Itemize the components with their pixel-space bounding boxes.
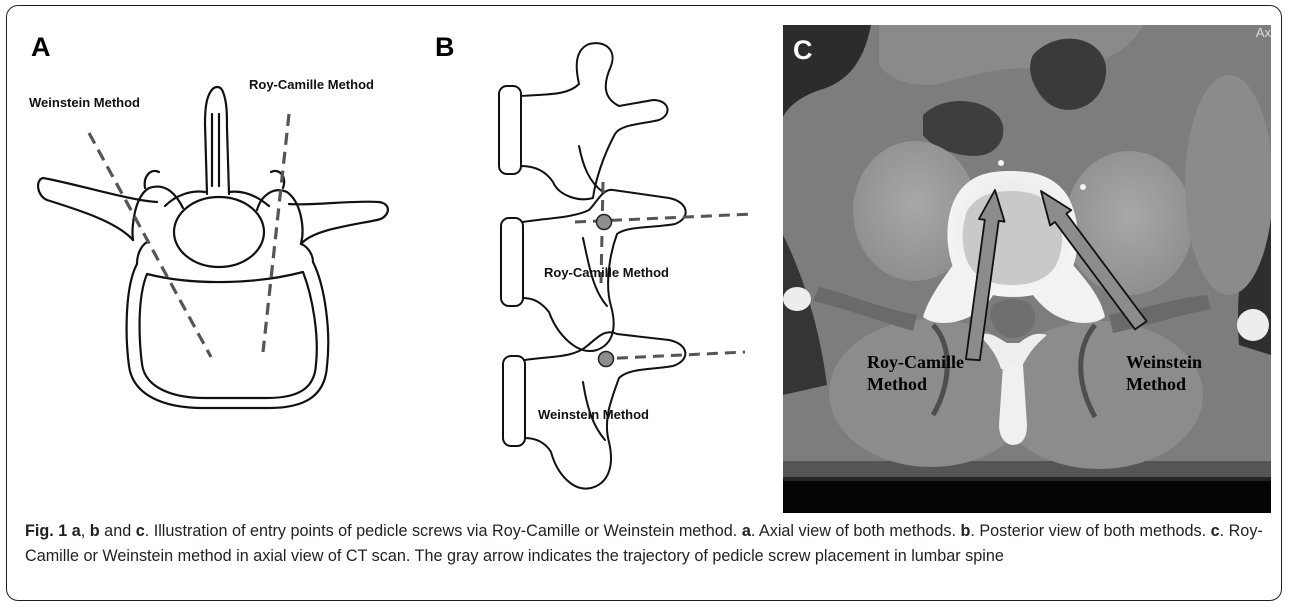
- figure-caption: Fig. 1 a, b and c. Illustration of entry…: [25, 519, 1270, 569]
- panel-b: B Roy-Camille Method Weinstein Method: [407, 6, 787, 516]
- caption-and: and: [100, 522, 136, 540]
- panel-a-weinstein-label: Weinstein Method: [29, 95, 140, 110]
- caption-a-text: . Axial view of both methods.: [751, 522, 961, 540]
- ct-scan-image: [783, 25, 1271, 513]
- axial-vertebra-illustration: [7, 6, 407, 466]
- ct-orientation-text: Ax: [1256, 25, 1271, 40]
- caption-b-text: . Posterior view of both methods.: [970, 522, 1210, 540]
- caption-ref-a-2: a: [742, 522, 751, 540]
- figure-frame: A Weinstein Method Roy-Camille Method: [6, 5, 1282, 601]
- caption-sep: ,: [81, 522, 90, 540]
- ct-weinstein-label-line2: Method: [1126, 374, 1186, 395]
- panel-b-roy-camille-label: Roy-Camille Method: [544, 265, 669, 280]
- caption-figure-label: Fig. 1: [25, 522, 67, 540]
- panel-c-ct-scan: C Ax Roy-Camille Method Weinstein Method: [783, 25, 1271, 513]
- caption-ref-c: c: [136, 522, 145, 540]
- caption-intro: . Illustration of entry points of pedicl…: [145, 522, 742, 540]
- panel-a: A Weinstein Method Roy-Camille Method: [7, 6, 407, 466]
- panel-c-letter: C: [793, 35, 813, 66]
- posterior-spine-illustration: [407, 6, 787, 516]
- panel-a-letter: A: [31, 32, 51, 63]
- weinstein-entry-point: [599, 352, 614, 367]
- caption-ref-b: b: [90, 522, 100, 540]
- roy-camille-entry-point: [597, 215, 612, 230]
- panel-b-weinstein-label: Weinstein Method: [538, 407, 649, 422]
- ct-roy-camille-label-line2: Method: [867, 374, 927, 395]
- ct-roy-camille-label-line1: Roy-Camille: [867, 352, 964, 373]
- caption-ref-b-2: b: [960, 522, 970, 540]
- caption-ref-a: a: [72, 522, 81, 540]
- ct-weinstein-label-line1: Weinstein: [1126, 352, 1202, 373]
- panel-b-letter: B: [435, 32, 455, 63]
- panel-a-roy-camille-label: Roy-Camille Method: [249, 77, 374, 92]
- caption-ref-c-2: c: [1211, 522, 1220, 540]
